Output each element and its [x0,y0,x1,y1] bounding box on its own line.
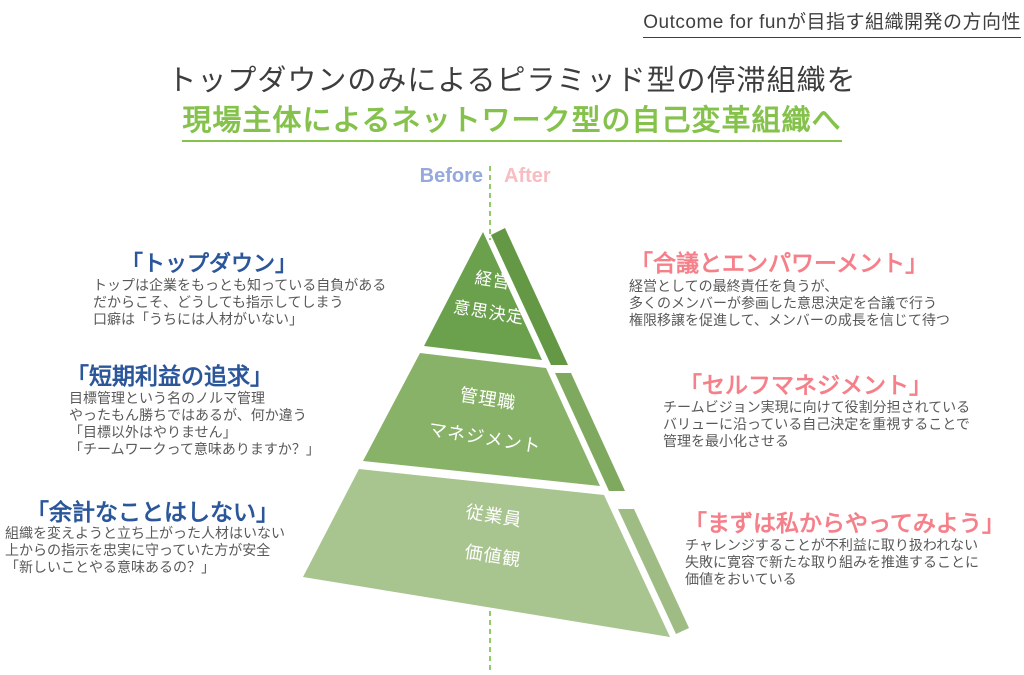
body-line: 管理を最小化させる [663,433,789,449]
body-line: トップは企業をもっとも知っている自負がある [93,277,387,293]
after-block-3-body: チャレンジすることが不利益に取り扱われない 失敗に寛容で新たな取り組みを推進する… [685,537,979,588]
body-line: だからこそ、どうしても指示してしまう [93,294,344,310]
before-label: Before [419,165,483,187]
body-line: 多くのメンバーが参画した意思決定を合議で行う [629,295,937,311]
before-block-3-body: 組織を変えようと立ち上がった人材はいない 上からの指示を忠実に守っていた方が安全… [5,525,285,576]
after-block-2-body: チームビジョン実現に向けて役割分担されている バリューに沿っている自己決定を重視… [663,399,970,450]
after-block-3-heading: 「まずは私からやってみよう」 [684,510,1005,536]
body-line: 口癖は「うちには人材がいない」 [93,311,303,327]
main-title-line1: トップダウンのみによるピラミッド型の停滞組織を [167,65,857,97]
page-header-title: Outcome for funが目指す組織開発の方向性 [643,7,1021,38]
before-block-2-heading: 「短期利益の追求」 [66,363,273,389]
body-line: バリューに沿っている自己決定を重視することで [663,416,970,432]
pyramid-tier2-side [555,373,625,491]
after-block-2-heading: 「セルフマネジメント」 [679,372,932,398]
pyramid-tier1-front [424,232,542,360]
body-line: 「チームワークって意味ありますか？」 [69,441,320,457]
pyramid-tier3-side [618,509,689,634]
body-line: 「目標以外はやりません」 [69,424,237,440]
body-line: 経営としての最終責任を負うが、 [629,278,839,294]
after-label: After [504,165,551,187]
body-line: 組織を変えようと立ち上がった人材はいない [5,525,285,541]
body-line: 「新しいことやる意味あるの？」 [5,559,215,575]
body-line: チャレンジすることが不利益に取り扱われない [685,537,979,553]
body-line: 目標管理という名のノルマ管理 [69,390,265,406]
body-line: 失敗に寛容で新たな取り組みを推進することに [685,554,979,570]
before-block-1-heading: 「トップダウン」 [121,251,298,276]
pyramid-tier3-front [303,469,670,637]
before-block-1-body: トップは企業をもっとも知っている自負がある だからこそ、どうしても指示してしまう… [93,277,386,328]
before-block-2-body: 目標管理という名のノルマ管理 やったもん勝ちではあるが、何か違う 「目標以外はや… [69,390,320,458]
body-line: 権限移譲を促進して、メンバーの成長を信じて待つ [629,312,950,328]
body-line: チームビジョン実現に向けて役割分担されている [663,399,971,415]
before-block-3-heading: 「余計なことはしない」 [26,499,279,525]
pyramid-tier1-side [491,228,568,365]
body-line: やったもん勝ちではあるが、何か違う [69,407,307,423]
main-title-line2-wrap: 現場主体によるネットワーク型の自己変革組織へ [0,97,1024,142]
pyramid-tier2-front [363,353,600,486]
body-line: 上からの指示を忠実に守っていた方が安全 [5,542,271,558]
after-block-1-heading: 「合議とエンパワーメント」 [630,250,929,276]
after-block-1-body: 経営としての最終責任を負うが、 多くのメンバーが参画した意思決定を合議で行う 権… [629,278,950,329]
body-line: 価値をおいている [685,571,797,587]
main-title-line2: 現場主体によるネットワーク型の自己変革組織へ [182,97,842,142]
